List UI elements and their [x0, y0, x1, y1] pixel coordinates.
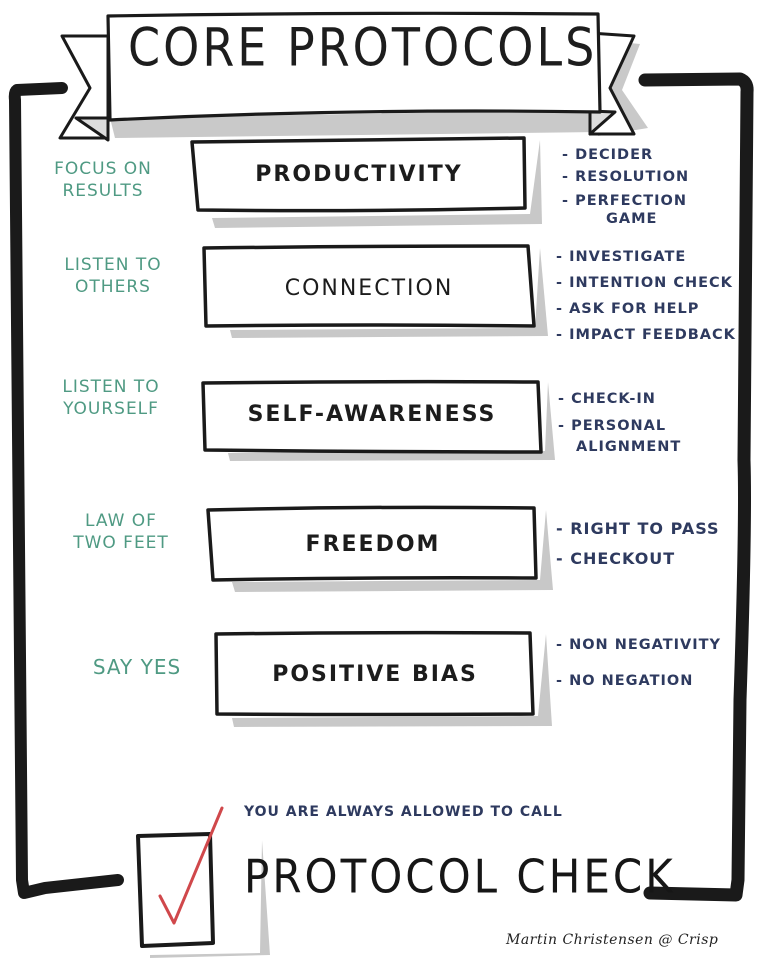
protocol-item: Alignment	[576, 439, 682, 455]
motto-line: Yourself	[63, 399, 159, 419]
outer-frame	[8, 72, 754, 902]
protocol-item: - Investigate	[556, 249, 687, 265]
category-productivity: Productivity	[255, 162, 463, 187]
checkmark-icon	[158, 806, 224, 925]
banner-folds	[74, 109, 617, 142]
motto-line: Others	[75, 277, 151, 297]
category-self-awareness: Self-Awareness	[247, 402, 497, 427]
protocol-check-note: You are always allowed to call	[244, 804, 563, 820]
motto-connection: Listen to Others	[48, 254, 178, 298]
protocol-item: - Resolution	[562, 169, 690, 185]
author-credit: Martin Christensen @ Crisp	[506, 932, 719, 948]
protocol-item: - Personal	[558, 418, 667, 434]
protocol-item: - Perfection	[562, 193, 687, 209]
category-connection: Connection	[284, 276, 454, 301]
protocols-freedom: - Right to Pass - Checkout	[556, 520, 720, 568]
protocol-item: - Non Negativity	[556, 637, 722, 653]
protocols-connection: - Investigate - Intention Check - Ask fo…	[556, 248, 736, 344]
protocol-item: - No Negation	[556, 673, 694, 689]
protocol-check-label: Protocol Check	[244, 849, 676, 904]
category-boxes	[190, 136, 543, 717]
protocol-item: - Checkout	[556, 549, 676, 568]
motto-line: Results	[62, 181, 144, 201]
checkbox-square	[136, 832, 215, 948]
category-freedom: Freedom	[305, 532, 441, 557]
protocol-item: - Intention Check	[556, 275, 733, 291]
protocol-item: - Impact Feedback	[556, 327, 736, 343]
motto-productivity: Focus on Results	[38, 158, 168, 202]
motto-positive-bias: Say Yes	[72, 656, 202, 678]
motto-line: Listen to	[64, 255, 162, 275]
protocol-item: - Check-In	[558, 391, 656, 407]
protocol-item: Game	[606, 211, 658, 227]
motto-line: Focus on	[54, 159, 152, 179]
protocol-item: - Ask for Help	[556, 301, 700, 317]
protocols-self-awareness: - Check-In - Personal Alignment	[558, 390, 681, 456]
motto-line: Two Feet	[73, 533, 169, 553]
protocol-item: - Decider	[562, 147, 654, 163]
motto-self-awareness: Listen to Yourself	[46, 376, 176, 420]
category-positive-bias: Positive Bias	[272, 662, 478, 687]
protocols-positive-bias: - Non Negativity - No Negation	[556, 636, 721, 690]
banner-main	[106, 11, 602, 122]
page-title: Core Protocols	[128, 15, 598, 79]
protocols-productivity: - Decider - Resolution - Perfection Game	[562, 146, 689, 228]
protocol-item: - Right to Pass	[556, 519, 720, 538]
motto-freedom: Law of Two Feet	[56, 510, 186, 554]
motto-line: Listen to	[62, 377, 160, 397]
motto-line: Say Yes	[92, 655, 182, 679]
motto-line: Law of	[85, 511, 157, 531]
